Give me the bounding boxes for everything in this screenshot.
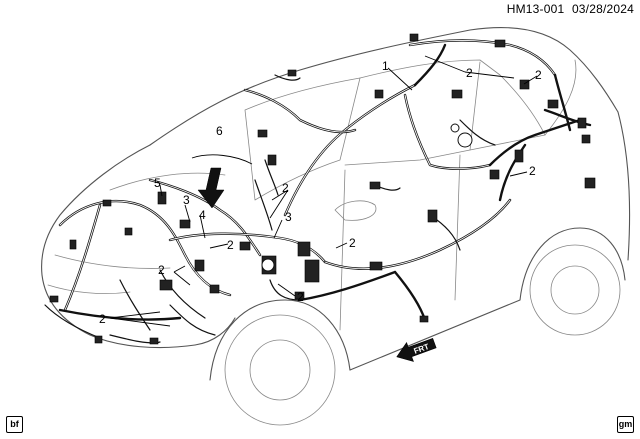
callout-labels: 1 2 2 2 2 2 2 2 2 2 3 3 4 5 6: [99, 59, 542, 326]
callout-2: 2: [99, 312, 106, 326]
callout-1: 1: [382, 59, 389, 73]
callout-5: 5: [154, 176, 161, 190]
figure-header: HM13-001 03/28/2024: [507, 2, 634, 16]
callout-2: 2: [227, 238, 234, 252]
wiring-harness: [44, 39, 592, 344]
callout-3: 3: [183, 193, 190, 207]
callout-4: 4: [199, 208, 206, 222]
figure-id: HM13-001: [506, 2, 565, 16]
callout-2: 2: [282, 181, 289, 195]
callout-3: 3: [285, 210, 292, 224]
figure-date: 03/28/2024: [571, 2, 634, 16]
callout-2: 2: [349, 236, 356, 250]
leader-lines: [109, 55, 538, 327]
callout-2: 2: [529, 164, 536, 178]
callout-2: 2: [158, 263, 165, 277]
callout-6: 6: [216, 124, 223, 138]
vehicle-body-outline: [41, 26, 631, 426]
callout-2: 2: [466, 66, 473, 80]
front-arrow-label: FRT: [413, 342, 431, 356]
callout-2: 2: [535, 68, 542, 82]
connectors: [49, 33, 596, 345]
callout-2: 2: [297, 290, 304, 304]
bf-badge[interactable]: bf: [6, 416, 23, 433]
gm-badge[interactable]: gm: [617, 416, 634, 433]
